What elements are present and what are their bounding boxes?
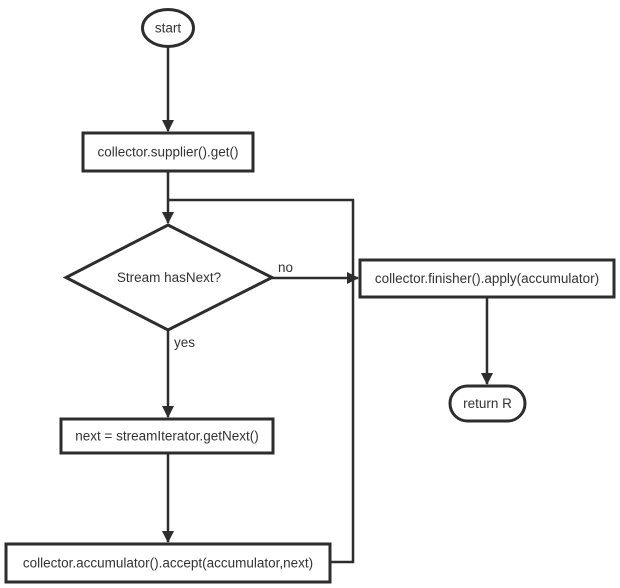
decision-label: Stream hasNext?	[117, 270, 221, 285]
decision-diamond-shape	[62, 223, 276, 332]
start-terminator-shape	[141, 8, 195, 48]
finisher-process-shape	[358, 258, 616, 299]
finisher-label: collector.finisher().apply(accumulator)	[375, 271, 599, 286]
supplier-process-shape	[81, 131, 255, 173]
accumulate-process-shape	[4, 542, 332, 584]
supplier-label: collector.supplier().get()	[97, 145, 238, 160]
accumulate-label: collector.accumulator().accept(accumulat…	[23, 556, 313, 571]
edge-label-yes: yes	[174, 335, 195, 350]
start-label: start	[155, 21, 182, 36]
next-label: next = streamIterator.getNext()	[75, 429, 258, 444]
next-process-shape	[59, 417, 275, 455]
edge-label-no: no	[278, 260, 293, 275]
return-label: return R	[463, 396, 512, 411]
edge-loopback	[168, 198, 355, 564]
return-terminator-shape	[448, 384, 527, 423]
